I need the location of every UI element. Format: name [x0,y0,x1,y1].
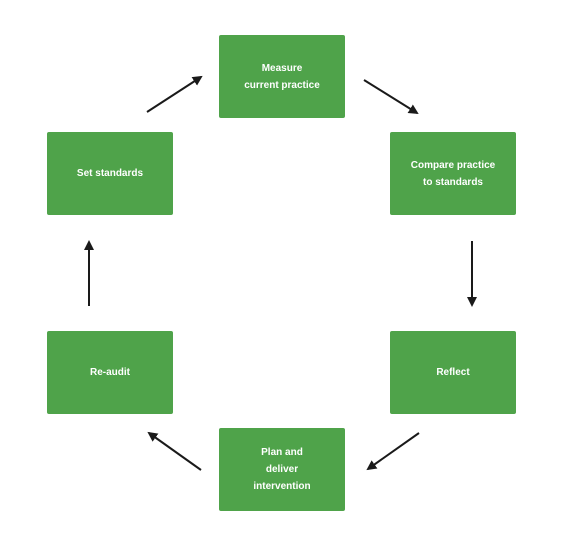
step-set-standards: Set standards [47,132,173,215]
step-label: Measure current practice [244,62,320,91]
step-measure-current-practice: Measure current practice [219,35,345,118]
step-re-audit: Re-audit [47,331,173,414]
step-label: Re-audit [90,367,130,378]
arrow-plan-to-reaudit [147,431,202,471]
step-label: Compare practice to standards [410,159,496,188]
arrow-measure-to-compare [363,79,419,115]
arrow-reflect-to-plan [366,432,420,471]
step-compare-practice: Compare practice to standards [390,132,516,215]
step-label: Plan and deliver intervention [253,447,311,492]
step-label: Reflect [436,367,470,378]
step-reflect: Reflect [390,331,516,414]
step-label: Set standards [76,168,144,179]
step-plan-deliver-intervention: Plan and deliver intervention [219,428,345,511]
arrow-set-to-measure [146,75,203,113]
